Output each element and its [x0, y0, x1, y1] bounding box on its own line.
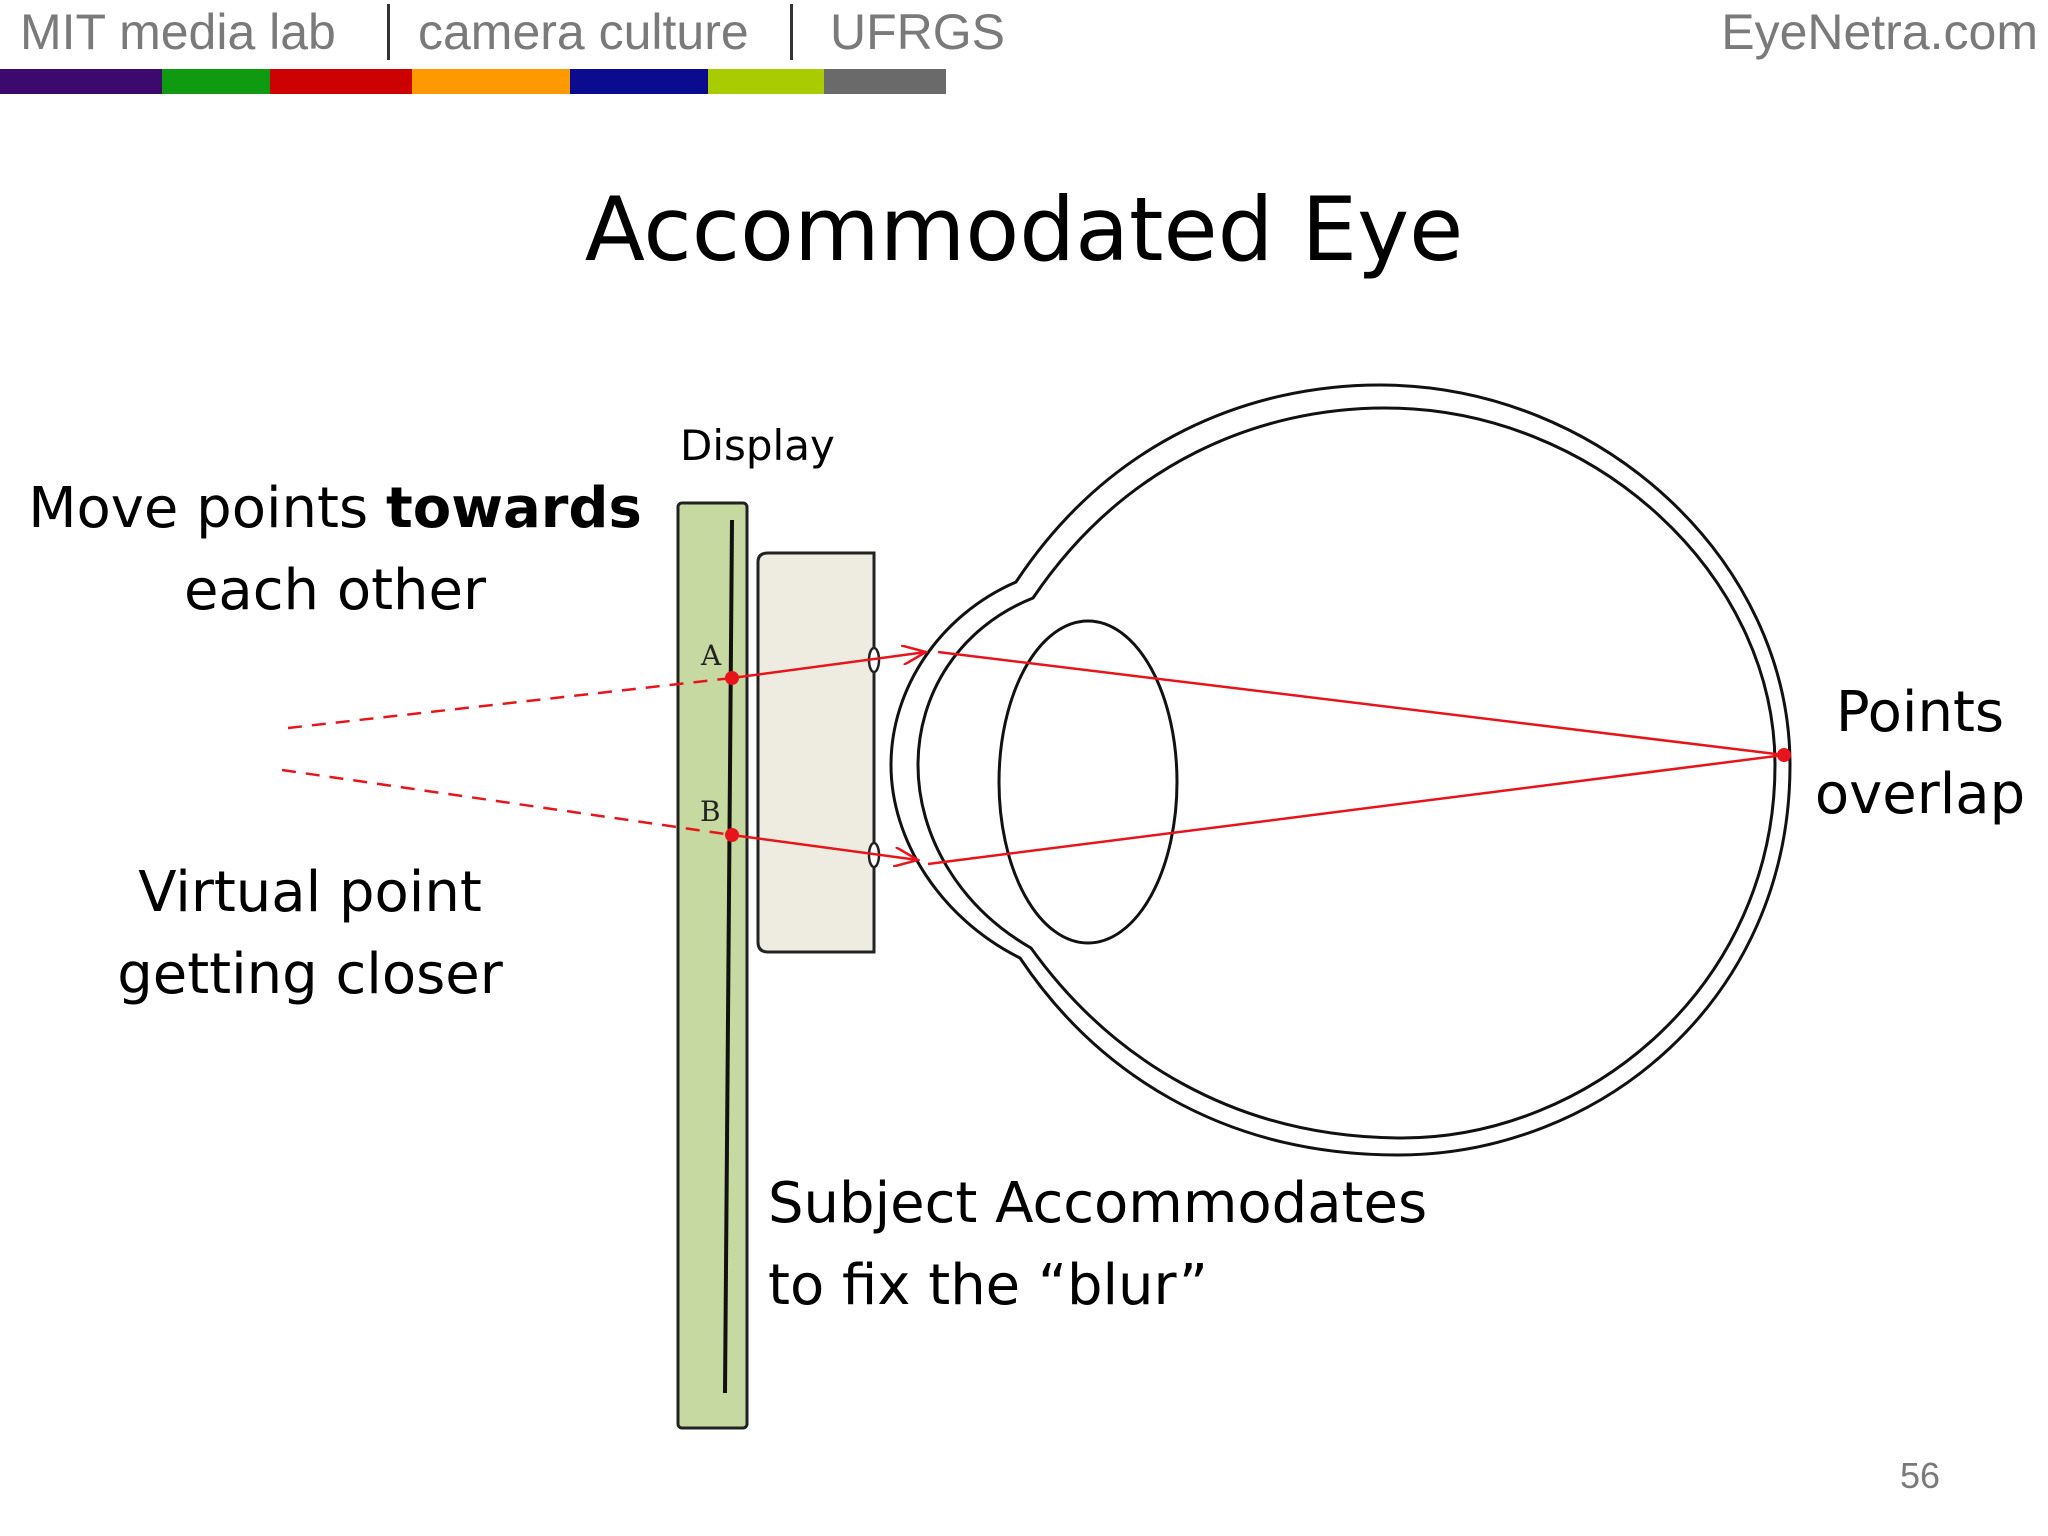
point-a-label: A — [700, 639, 722, 672]
page-number: 56 — [1899, 1455, 1941, 1496]
header-website: EyeNetra.com — [1721, 4, 2038, 60]
subject-line2: to fix the “blur” — [768, 1253, 1208, 1318]
virtual-point-line1: Virtual point — [138, 860, 482, 925]
subject-accommodates-label: Subject Accommodates to fix the “blur” — [768, 1163, 1427, 1327]
points-overlap-line1: Points — [1835, 680, 2005, 745]
color-segment — [412, 69, 570, 94]
header-item-camera-culture: camera culture — [418, 4, 749, 60]
point-a — [725, 671, 739, 685]
eye-outer-outline — [889, 383, 1792, 1157]
color-segment — [824, 69, 946, 94]
points-overlap-label: Points overlap — [1800, 672, 2040, 836]
ray-b-to-retina — [927, 753, 1785, 866]
color-segment — [708, 69, 824, 94]
display-screen-line — [723, 519, 734, 1394]
color-segment — [270, 69, 412, 94]
eye-lens — [997, 619, 1179, 945]
move-points-line2: each other — [183, 558, 487, 623]
point-b-label: B — [700, 795, 721, 828]
ray-a-to-retina — [937, 650, 1785, 757]
color-segment — [570, 69, 708, 94]
points-overlap-line2: overlap — [1814, 762, 2026, 827]
move-points-label: Move points towards each other — [10, 468, 660, 632]
move-points-text: Move points — [28, 476, 386, 541]
microlens-box — [756, 551, 876, 954]
virtual-point-label: Virtual point getting closer — [60, 852, 560, 1016]
color-segment — [162, 69, 270, 94]
virtual-point-line2: getting closer — [117, 942, 503, 1007]
retina-focus-point — [1777, 748, 1791, 762]
virtual-ray-a — [287, 676, 733, 730]
header-item-ufrgs: UFRGS — [830, 4, 1005, 60]
display-label: Display — [680, 421, 835, 470]
towards-bold-text: towards — [385, 476, 642, 541]
slide-title: Accommodated Eye — [584, 178, 1464, 281]
virtual-ray-b — [281, 768, 733, 837]
ray-b-to-lens — [731, 833, 918, 860]
header-separator — [387, 4, 390, 60]
ray-a-to-lens — [731, 652, 926, 680]
header-separator — [790, 4, 793, 60]
point-b — [725, 828, 739, 842]
header-color-bar — [0, 69, 946, 94]
header-item-mit-media-lab: MIT media lab — [20, 4, 336, 60]
color-segment — [0, 69, 162, 94]
eye-inner-outline — [916, 406, 1777, 1140]
subject-line1: Subject Accommodates — [768, 1171, 1428, 1236]
